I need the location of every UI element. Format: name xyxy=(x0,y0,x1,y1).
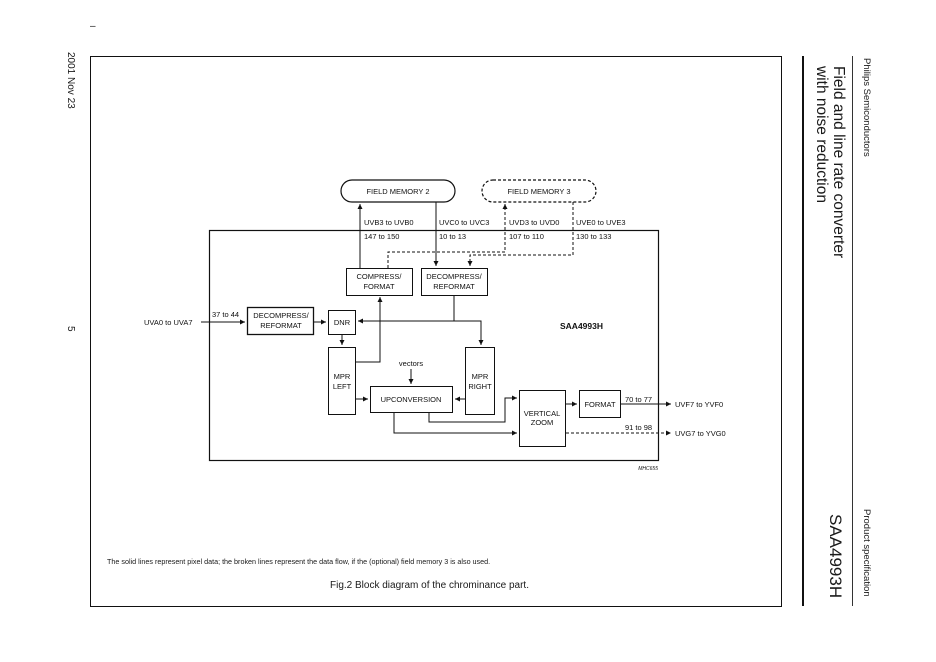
vzoom-label-1: VERTICAL xyxy=(524,409,561,418)
figure-code: MHC655 xyxy=(638,466,658,472)
figure-caption: Fig.2 Block diagram of the chrominance p… xyxy=(330,580,529,591)
uvc-label: UVC0 to UVC3 xyxy=(439,218,489,227)
uva-pins: 37 to 44 xyxy=(212,310,239,319)
wire-upconv-to-vzoom-2 xyxy=(393,413,517,436)
wire-fm3-to-decompress xyxy=(467,202,574,266)
wire-upconv-to-vzoom-1 xyxy=(428,395,517,423)
chip-boundary xyxy=(208,229,660,462)
uvg-label: UVG7 to YVG0 xyxy=(675,429,726,438)
uve-label: UVE0 to UVE3 xyxy=(576,218,626,227)
decompress-top-block xyxy=(421,268,488,296)
wire-mpr-left-to-compress xyxy=(356,297,383,363)
uvb-label: UVB3 to UVB0 xyxy=(364,218,414,227)
uvf-label: UVF7 to YVF0 xyxy=(675,400,723,409)
figure-frame xyxy=(90,56,782,607)
header-rule-thin xyxy=(852,56,853,606)
compress-format-block xyxy=(346,268,413,296)
dnr-block xyxy=(328,310,356,335)
compress-label-1: COMPRESS/ xyxy=(356,272,402,281)
mpr-left-label-2: LEFT xyxy=(333,382,352,391)
header-rule-thick xyxy=(802,56,804,606)
decompress-top-label-2: REFORMAT xyxy=(433,282,475,291)
mpr-right-block xyxy=(465,347,495,415)
uvd-pins: 107 to 110 xyxy=(509,232,544,241)
upconversion-block xyxy=(370,386,453,413)
mpr-right-label-1: MPR xyxy=(472,372,489,381)
dnr-label: DNR xyxy=(334,318,351,327)
field-memory-3-block xyxy=(481,179,597,203)
field-memory-2-block xyxy=(340,179,456,203)
uvd-label: UVD3 to UVD0 xyxy=(509,218,559,227)
chip-label: SAA4993H xyxy=(560,321,603,331)
uve-pins: 130 to 133 xyxy=(576,232,611,241)
uvb-pins: 147 to 150 xyxy=(364,232,399,241)
format-label: FORMAT xyxy=(584,400,616,409)
upconversion-label: UPCONVERSION xyxy=(381,395,442,404)
format-block xyxy=(579,390,621,418)
wire-to-mpr-right xyxy=(454,320,484,345)
figure-note: The solid lines represent pixel data; th… xyxy=(107,557,491,566)
mpr-right-label-2: RIGHT xyxy=(468,382,492,391)
decompress-in-label-1: DECOMPRESS/ xyxy=(253,311,309,320)
header-mark: – xyxy=(90,21,96,32)
vzoom-label-2: ZOOM xyxy=(531,418,554,427)
uvg-pins: 91 to 98 xyxy=(625,423,652,432)
mpr-left-block xyxy=(328,347,356,415)
uva-label: UVA0 to UVA7 xyxy=(144,318,193,327)
decompress-top-label-1: DECOMPRESS/ xyxy=(426,272,482,281)
fm3-label: FIELD MEMORY 3 xyxy=(507,187,570,196)
wire-compress-to-fm3 xyxy=(387,204,508,268)
fm2-label: FIELD MEMORY 2 xyxy=(366,187,429,196)
compress-label-2: FORMAT xyxy=(363,282,395,291)
uvc-pins: 10 to 13 xyxy=(439,232,466,241)
vertical-zoom-block xyxy=(519,390,566,447)
vectors-label: vectors xyxy=(399,359,423,368)
uvf-pins: 70 to 77 xyxy=(625,395,652,404)
decompress-input-block xyxy=(246,306,315,336)
decompress-in-label-2: REFORMAT xyxy=(260,321,302,330)
mpr-left-label-1: MPR xyxy=(334,372,351,381)
